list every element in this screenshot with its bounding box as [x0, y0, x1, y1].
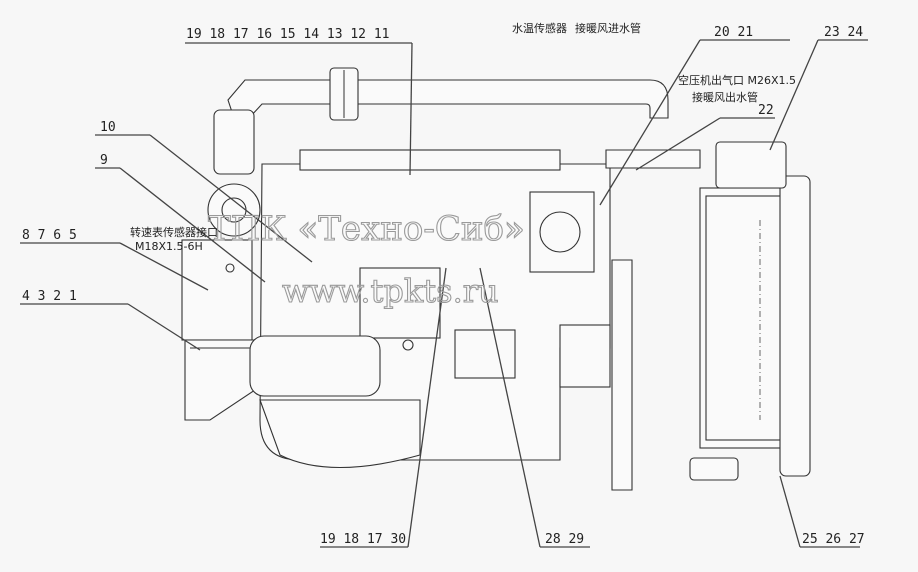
coolant-pipe: [611, 259, 633, 491]
heater-inlet-label: 接暖风进水管: [575, 21, 641, 35]
callout-9: 9: [100, 153, 108, 168]
callout-25-27: 25 26 27: [802, 532, 865, 547]
callout-8-5: 8 7 6 5: [22, 228, 77, 243]
callout-20-21: 20 21: [714, 25, 753, 40]
leader-lines: [20, 39, 868, 548]
water-temp-sensor-label: 水温传感器: [512, 22, 567, 35]
tach-thread-label: M18X1.5-6H: [135, 240, 203, 253]
callout-10: 10: [100, 120, 116, 135]
watermark-line2: www.tpkts.ru: [282, 272, 499, 310]
callout-28-29: 28 29: [545, 532, 584, 547]
callout-23-24: 23 24: [824, 25, 863, 40]
starter-assembly: [181, 239, 381, 421]
compressor-outlet-label: 空压机出气口 M26X1.5: [678, 73, 796, 87]
callout-4-1: 4 3 2 1: [22, 289, 77, 304]
callout-top-left: 19 18 17 16 15 14 13 12 11: [186, 27, 390, 42]
oil-pan: [259, 399, 421, 468]
radiator: [689, 141, 811, 481]
callout-22: 22: [758, 103, 774, 118]
heater-outlet-label: 接暖风出水管: [692, 90, 758, 104]
watermark-line1: ТПК «Техно-Сиб»: [208, 209, 525, 249]
tach-sensor-label: 转速表传感器接口: [130, 225, 218, 239]
intake-pipe: [207, 67, 669, 237]
callout-bottom-a: 19 18 17 30: [320, 532, 406, 547]
